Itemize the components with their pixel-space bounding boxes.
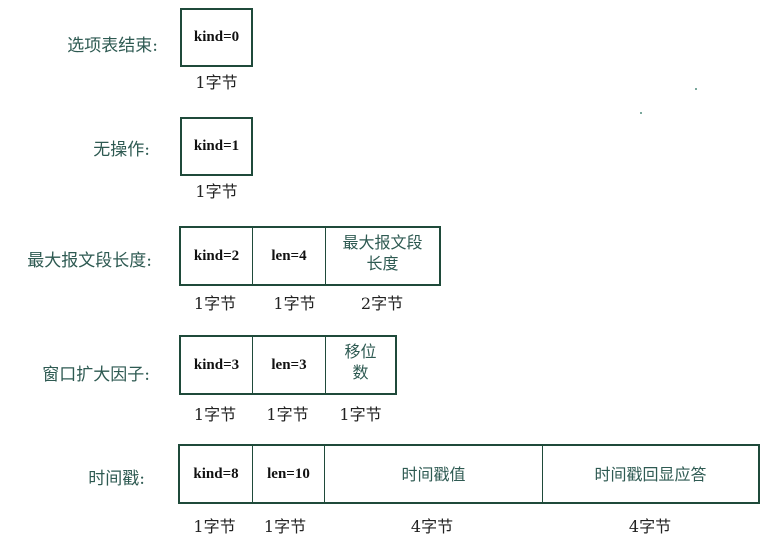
byte-size: 1字节	[195, 73, 238, 92]
field-kind: kind=2	[181, 228, 253, 284]
byte-size: 1字节	[339, 405, 382, 424]
byte-size: 1字节	[273, 294, 316, 313]
field-len: len=3	[253, 337, 326, 393]
field-desc-line2: 数	[352, 363, 369, 382]
option-box-wscale: kind=3 len=3 移位 数	[179, 335, 397, 395]
option-label-timestamp: 时间戳:	[88, 469, 145, 489]
field-shift-count: 移位 数	[326, 337, 395, 393]
byte-size: 2字节	[360, 294, 404, 313]
field-kind: kind=0	[193, 29, 240, 45]
option-box-mss: kind=2 len=4 最大报文段 长度	[179, 226, 441, 286]
byte-size: 1字节	[193, 405, 237, 424]
byte-size: 1字节	[263, 517, 307, 536]
field-desc-line1: 最大报文段	[342, 233, 423, 252]
option-box-nop: kind=1	[180, 117, 253, 176]
option-box-eol: kind=0	[180, 8, 253, 67]
field-len: len=4	[253, 228, 326, 284]
option-label-mss: 最大报文段长度:	[27, 251, 152, 271]
field-desc-line1: 移位	[344, 342, 377, 361]
byte-size: 1字节	[193, 294, 237, 313]
option-label-nop: 无操作:	[93, 140, 150, 160]
field-kind: kind=3	[181, 337, 253, 393]
scan-speck	[640, 112, 642, 114]
byte-size: 4字节	[410, 517, 454, 536]
field-timestamp-echo-reply: 时间戳回显应答	[594, 464, 707, 484]
field-timestamp-value: 时间戳值	[325, 446, 543, 502]
byte-size: 1字节	[266, 405, 309, 424]
option-label-eol: 选项表结束:	[67, 36, 158, 56]
field-kind: kind=8	[180, 446, 253, 502]
byte-size: 1字节	[193, 517, 236, 536]
field-mss-value: 最大报文段 长度	[326, 228, 439, 284]
scan-speck	[695, 88, 697, 90]
field-desc-line2: 长度	[366, 254, 399, 273]
byte-size: 4字节	[628, 517, 672, 536]
field-kind: kind=1	[193, 138, 240, 154]
byte-size: 1字节	[195, 182, 238, 201]
option-box-timestamp: kind=8 len=10 时间戳值 时间戳回显应答	[178, 444, 760, 504]
field-len: len=10	[253, 446, 325, 502]
option-label-wscale: 窗口扩大因子:	[42, 365, 150, 385]
